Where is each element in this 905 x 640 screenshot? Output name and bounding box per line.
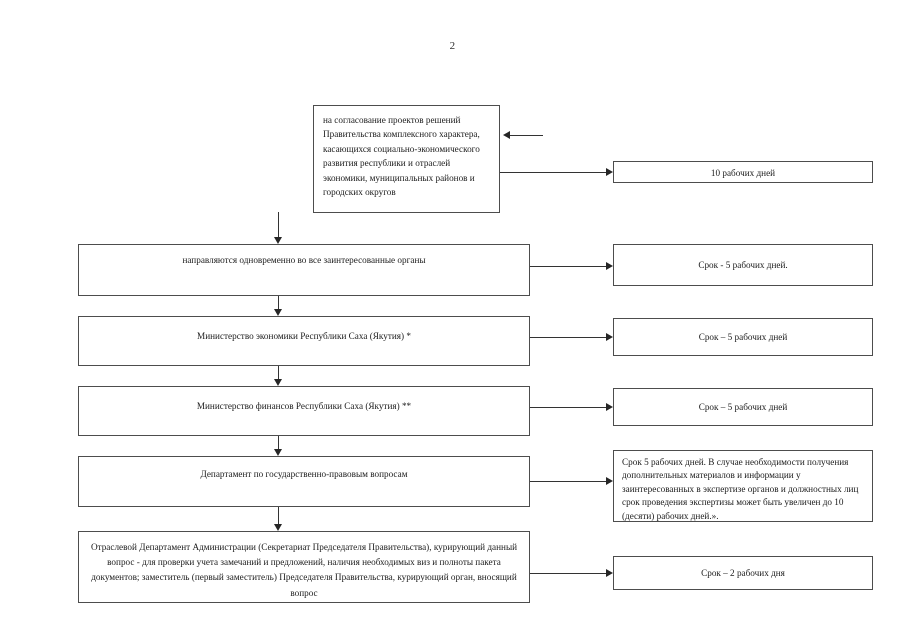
term-box-5-working-days-finance: Срок – 5 рабочих дней <box>613 388 873 426</box>
node-top-source-label: на согласование проектов решений Правите… <box>323 115 480 198</box>
connector-finance-to-term5c <box>530 407 606 408</box>
connector-incoming-top <box>510 135 543 136</box>
connector-top-to-send <box>278 212 279 238</box>
connector-economy-to-term5b <box>530 337 606 338</box>
term-box-10-working-days: 10 рабочих дней <box>613 161 873 183</box>
node-top-source: на согласование проектов решений Правите… <box>313 105 500 213</box>
term-box-2-working-days: Срок – 2 рабочих дня <box>613 556 873 590</box>
node-send-to-all-bodies: направляются одновременно во все заинтер… <box>78 244 530 296</box>
arrow-top-to-send-head-icon <box>274 237 282 244</box>
term-box-5-working-days-economy-label: Срок – 5 рабочих дней <box>698 332 788 342</box>
connector-finance-to-department <box>278 436 279 449</box>
page-number: 2 <box>449 40 456 52</box>
connector-department-to-branch <box>278 507 279 524</box>
node-ministry-of-economy-label: Министерство экономики Республики Саха (… <box>197 331 411 341</box>
node-branch-department-administration-label: Отраслевой Департамент Администрации (Се… <box>90 542 518 598</box>
connector-branch-to-term2 <box>530 573 606 574</box>
arrow-finance-to-term5c-head-icon <box>606 403 613 411</box>
term-box-2-working-days-label: Срок – 2 рабочих дня <box>701 568 785 578</box>
term-box-5-working-days-finance-label: Срок – 5 рабочих дней <box>698 402 788 412</box>
node-department-legal-affairs-label: Департамент по государственно-правовым в… <box>200 469 408 479</box>
term-box-10-working-days-label: 10 рабочих дней <box>710 168 776 178</box>
arrow-incoming-top-head-icon <box>503 131 510 139</box>
connector-send-to-economy <box>278 296 279 310</box>
connector-top-to-send-stub <box>278 212 279 213</box>
node-branch-department-administration: Отраслевой Департамент Администрации (Се… <box>78 531 530 603</box>
connector-send-to-term5a <box>530 266 606 267</box>
arrow-economy-to-term5b-head-icon <box>606 333 613 341</box>
term-box-5-working-days-send: Срок - 5 рабочих дней. <box>613 244 873 286</box>
arrow-finance-to-department-head-icon <box>274 449 282 456</box>
term-box-5-working-days-extended: Срок 5 рабочих дней. В случае необходимо… <box>613 450 873 522</box>
connector-top-to-term10 <box>500 172 606 173</box>
arrow-department-to-term5d-head-icon <box>606 477 613 485</box>
connector-economy-to-finance <box>278 366 279 379</box>
node-ministry-of-finance-label: Министерство финансов Республики Саха (Я… <box>196 401 412 411</box>
arrow-top-to-term10-head-icon <box>606 168 613 176</box>
arrow-send-to-term5a-head-icon <box>606 262 613 270</box>
arrow-send-to-economy-head-icon <box>274 309 282 316</box>
node-ministry-of-economy: Министерство экономики Республики Саха (… <box>78 316 530 366</box>
term-box-5-working-days-extended-label: Срок 5 рабочих дней. В случае необходимо… <box>622 457 859 521</box>
term-box-5-working-days-send-label: Срок - 5 рабочих дней. <box>698 260 788 270</box>
term-box-5-working-days-economy: Срок – 5 рабочих дней <box>613 318 873 356</box>
node-send-to-all-bodies-label: направляются одновременно во все заинтер… <box>182 255 426 265</box>
arrow-department-to-branch-head-icon <box>274 524 282 531</box>
node-department-legal-affairs: Департамент по государственно-правовым в… <box>78 456 530 507</box>
connector-department-to-term5d <box>530 481 606 482</box>
arrow-branch-to-term2-head-icon <box>606 569 613 577</box>
arrow-economy-to-finance-head-icon <box>274 379 282 386</box>
node-ministry-of-finance: Министерство финансов Республики Саха (Я… <box>78 386 530 436</box>
